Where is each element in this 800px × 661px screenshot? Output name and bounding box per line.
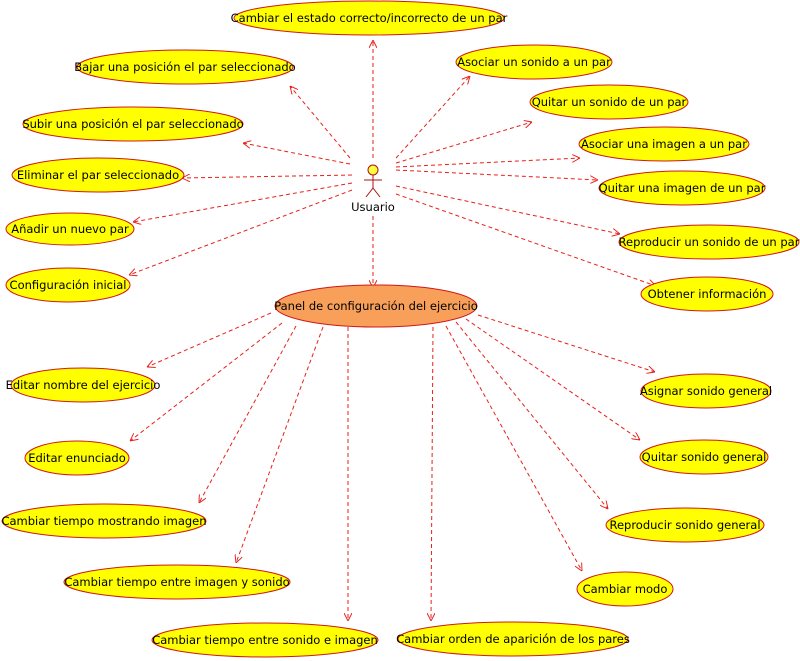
use-case-actor-9-shape — [598, 170, 766, 206]
use-case-panel-9[interactable]: Asignar sonido general — [640, 373, 772, 409]
use-case-panel-7-shape — [605, 507, 765, 543]
use-case-actor-10[interactable]: Reproducir un sonido de un par — [618, 224, 800, 260]
use-case-actor-4-shape — [5, 212, 135, 246]
edge-actor-case-3 — [182, 175, 353, 178]
edge-actor-case-2 — [243, 143, 351, 165]
use-case-panel-3-label: Cambiar tiempo entre imagen y sonido — [64, 575, 289, 589]
use-case-panel-8-shape — [639, 439, 769, 475]
use-case-panel-2-label: Cambiar tiempo mostrando imagen — [1, 514, 206, 528]
use-case-panel-0-label: Editar nombre del ejercicio — [6, 378, 161, 392]
edge-actor-case-11 — [395, 193, 656, 286]
use-case-actor-11-shape — [640, 276, 774, 312]
use-case-panel-2-shape — [1, 503, 207, 539]
edge-actor-case-9 — [395, 169, 598, 180]
edge-panel-case-7 — [455, 321, 608, 509]
use-case-actor-9-label: Quitar una imagen de un par — [599, 181, 766, 195]
use-case-panel-1[interactable]: Editar enunciado — [24, 440, 130, 476]
use-case-panel-9-shape — [640, 373, 772, 409]
use-case-panel-0-shape — [10, 367, 156, 403]
edge-panel-case-9 — [477, 314, 655, 372]
use-case-actor-5-label: Configuración inicial — [10, 278, 127, 292]
use-case-panel-2[interactable]: Cambiar tiempo mostrando imagen — [1, 503, 207, 539]
use-case-actor-6-label: Asociar un sonido a un par — [457, 55, 611, 69]
use-case-actor-10-shape — [618, 224, 800, 260]
use-case-panel-5-label: Cambiar orden de aparición de los pares — [396, 632, 630, 646]
actor-label: Usuario — [351, 200, 395, 214]
edge-panel-case-0 — [147, 312, 272, 367]
use-case-panel-0[interactable]: Editar nombre del ejercicio — [6, 367, 161, 403]
use-case-actor-7-shape — [529, 84, 689, 120]
use-case-actor-10-label: Reproducir un sonido de un par — [619, 235, 800, 249]
use-case-actor-1-shape — [76, 49, 294, 85]
use-case-panel-6-shape — [576, 571, 674, 607]
use-case-panel-8[interactable]: Quitar sonido general — [639, 439, 769, 475]
use-case-panel-3-shape — [63, 564, 291, 600]
use-case-actor-8-shape — [578, 126, 750, 162]
edge-actor-case-8 — [395, 158, 580, 168]
use-case-actor-6[interactable]: Asociar un sonido a un par — [455, 44, 613, 80]
edge-panel-case-8 — [465, 318, 640, 440]
use-case-actor-1[interactable]: Bajar una posición el par seleccionado — [74, 49, 296, 85]
use-case-panel-9-label: Asignar sonido general — [640, 384, 772, 398]
edge-actor-case-10 — [395, 185, 620, 234]
use-case-actor-3[interactable]: Eliminar el par seleccionado — [11, 157, 185, 193]
use-case-actor-5-shape — [5, 267, 131, 303]
edge-panel-case-5 — [431, 326, 433, 621]
actor-usuario[interactable]: Usuario — [351, 164, 395, 214]
use-case-panel-4-shape — [151, 622, 379, 658]
use-case-panel-6-label: Cambiar modo — [583, 582, 668, 596]
edge-actor-case-6 — [395, 76, 470, 159]
edge-panel-case-6 — [445, 325, 582, 571]
edges-layer — [129, 40, 656, 621]
actor-body-icon — [364, 175, 382, 198]
panel-configuracion-shape — [274, 284, 478, 328]
use-case-actor-8-label: Asociar una imagen a un par — [581, 137, 747, 151]
use-case-panel-1-shape — [24, 440, 130, 476]
use-case-actor-2[interactable]: Subir una posición el par seleccionado — [22, 106, 244, 142]
use-case-panel-4-label: Cambiar tiempo entre sonido e imagen — [152, 633, 378, 647]
use-case-panel-8-label: Quitar sonido general — [642, 450, 767, 464]
use-case-actor-2-label: Subir una posición el par seleccionado — [22, 117, 243, 131]
use-case-panel-3[interactable]: Cambiar tiempo entre imagen y sonido — [63, 564, 291, 600]
use-case-actor-5[interactable]: Configuración inicial — [5, 267, 131, 303]
use-case-actor-4[interactable]: Añadir un nuevo par — [5, 212, 135, 246]
use-case-actor-0-shape — [233, 0, 505, 36]
use-case-panel-4[interactable]: Cambiar tiempo entre sonido e imagen — [151, 622, 379, 658]
use-case-actor-11[interactable]: Obtener información — [640, 276, 774, 312]
edge-panel-case-2 — [199, 325, 297, 503]
use-case-panel-7-label: Reproducir sonido general — [609, 518, 760, 532]
use-case-actor-3-label: Eliminar el par seleccionado — [17, 168, 179, 182]
use-case-actor-0[interactable]: Cambiar el estado correcto/incorrecto de… — [231, 0, 508, 36]
use-case-panel-7[interactable]: Reproducir sonido general — [605, 507, 765, 543]
use-case-panel-5-shape — [397, 621, 629, 657]
panel-configuracion[interactable]: Panel de configuración del ejercicio — [274, 284, 478, 328]
use-case-actor-11-label: Obtener información — [648, 287, 767, 301]
use-case-panel-1-label: Editar enunciado — [28, 451, 126, 465]
edge-panel-case-3 — [236, 326, 324, 563]
use-case-actor-7[interactable]: Quitar un sonido de un par — [529, 84, 689, 120]
panel-configuracion-label: Panel de configuración del ejercicio — [274, 299, 478, 313]
edge-actor-case-5 — [129, 189, 353, 275]
use-case-actor-4-label: Añadir un nuevo par — [11, 222, 129, 236]
use-case-actor-2-shape — [22, 106, 244, 142]
use-case-actor-7-label: Quitar un sonido de un par — [532, 95, 687, 109]
use-case-actor-1-label: Bajar una posición el par seleccionado — [74, 60, 295, 74]
use-case-actor-9[interactable]: Quitar una imagen de un par — [598, 170, 766, 206]
use-case-actor-6-shape — [455, 44, 613, 80]
actor-head-icon — [367, 164, 379, 176]
edge-actor-case-1 — [290, 86, 351, 159]
edge-actor-case-4 — [133, 182, 353, 222]
use-case-actor-3-shape — [11, 157, 185, 193]
use-case-panel-5[interactable]: Cambiar orden de aparición de los pares — [396, 621, 630, 657]
edge-actor-case-7 — [395, 122, 532, 164]
use-case-actor-0-label: Cambiar el estado correcto/incorrecto de… — [231, 11, 508, 25]
use-case-actor-8[interactable]: Asociar una imagen a un par — [578, 126, 750, 162]
use-case-panel-6[interactable]: Cambiar modo — [576, 571, 674, 607]
